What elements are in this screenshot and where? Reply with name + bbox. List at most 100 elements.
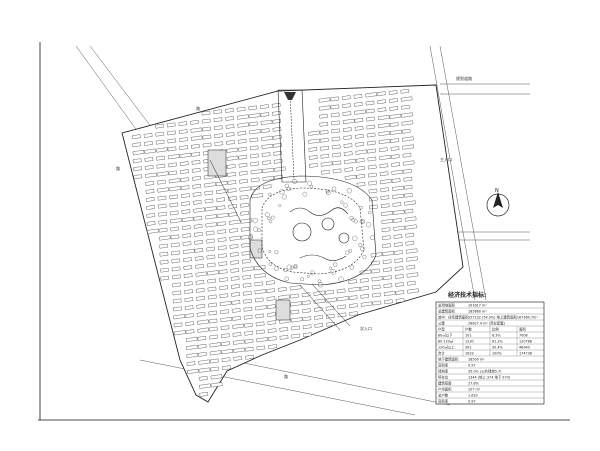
building-block (382, 243, 391, 249)
building-block (354, 117, 364, 123)
building-block (405, 248, 418, 254)
building-block (383, 267, 392, 273)
building-block (172, 298, 182, 304)
building-block (166, 122, 176, 128)
table-row-value: 27.8% (468, 381, 480, 385)
building-block (354, 109, 366, 115)
building-block (368, 172, 377, 178)
building-block (225, 116, 235, 121)
building-block (381, 210, 393, 217)
building-block (390, 146, 400, 151)
table-row-value: 0.97 (468, 363, 476, 367)
building-block (406, 280, 416, 286)
building-block (325, 305, 335, 311)
building-block (319, 113, 328, 119)
building-block (248, 113, 261, 119)
tree-icon (281, 194, 287, 200)
street-label-south: 路 (284, 373, 288, 379)
building-block (158, 235, 171, 241)
building-block (382, 259, 392, 265)
public-building (275, 299, 291, 321)
building-block (271, 102, 281, 108)
building-block (167, 138, 177, 144)
building-block (178, 121, 188, 126)
building-block (179, 152, 192, 158)
building-block (217, 229, 227, 235)
building-block (272, 118, 282, 124)
building-block (319, 121, 329, 127)
tree-icon (309, 184, 314, 189)
building-block (248, 105, 258, 111)
building-block (360, 293, 370, 299)
building-block (389, 106, 399, 111)
building-block (393, 218, 402, 223)
building-block (193, 207, 205, 213)
building-block (132, 134, 141, 140)
table-row-value: 191617 m² (468, 303, 487, 307)
building-block (241, 242, 251, 248)
building-block (355, 133, 364, 139)
building-block (209, 334, 218, 340)
building-block (403, 192, 413, 198)
table-row-label: 户均面积 (438, 386, 452, 391)
table-cell: 101 (465, 333, 471, 337)
building-block (181, 216, 194, 222)
building-block (229, 235, 242, 241)
building-block (225, 108, 234, 113)
building-block (173, 306, 182, 312)
building-block (144, 165, 154, 170)
building-block (144, 157, 154, 162)
entrance-north-label: 主入口 (440, 156, 452, 162)
building-block (391, 169, 404, 175)
building-block (237, 114, 249, 120)
building-block (184, 305, 194, 310)
building-block (313, 298, 326, 304)
building-block (208, 326, 218, 332)
tree-icon (248, 235, 253, 241)
building-block (226, 147, 239, 153)
building-block (169, 210, 179, 216)
building-block (155, 131, 165, 137)
building-block (273, 158, 283, 164)
building-block (220, 309, 229, 315)
building-block (144, 148, 157, 154)
building-block (372, 292, 381, 298)
public-building (207, 149, 227, 177)
building-block (217, 245, 227, 251)
tree-icon (345, 250, 350, 255)
building-block (173, 314, 186, 320)
building-block (170, 234, 180, 240)
building-block (279, 326, 289, 332)
building-block (169, 186, 181, 192)
building-block (381, 235, 391, 241)
building-block (278, 286, 287, 292)
building-block (194, 239, 204, 245)
building-block (172, 282, 181, 288)
tree-icon (343, 203, 348, 208)
building-block (380, 178, 392, 185)
building-block (170, 226, 180, 232)
tree-icon (268, 192, 272, 197)
building-block (343, 143, 353, 148)
table-row-value: 1344 (地上 374 地下 970) (468, 374, 511, 379)
building-block (355, 141, 365, 147)
building-block (216, 212, 229, 219)
building-block (243, 314, 253, 320)
building-block (372, 300, 382, 306)
building-block (172, 290, 182, 296)
table-cell: 户型 (438, 326, 445, 331)
building-block (379, 163, 389, 169)
building-block (344, 167, 354, 172)
building-block (344, 174, 357, 180)
building-block (331, 120, 340, 126)
building-block (256, 337, 268, 343)
building-block (195, 271, 208, 277)
building-block (379, 154, 391, 161)
building-block (218, 261, 228, 267)
building-block (182, 233, 192, 238)
building-block (159, 243, 168, 249)
building-block (181, 201, 190, 206)
building-block (146, 221, 156, 226)
building-block (303, 332, 312, 338)
building-block (337, 304, 347, 310)
